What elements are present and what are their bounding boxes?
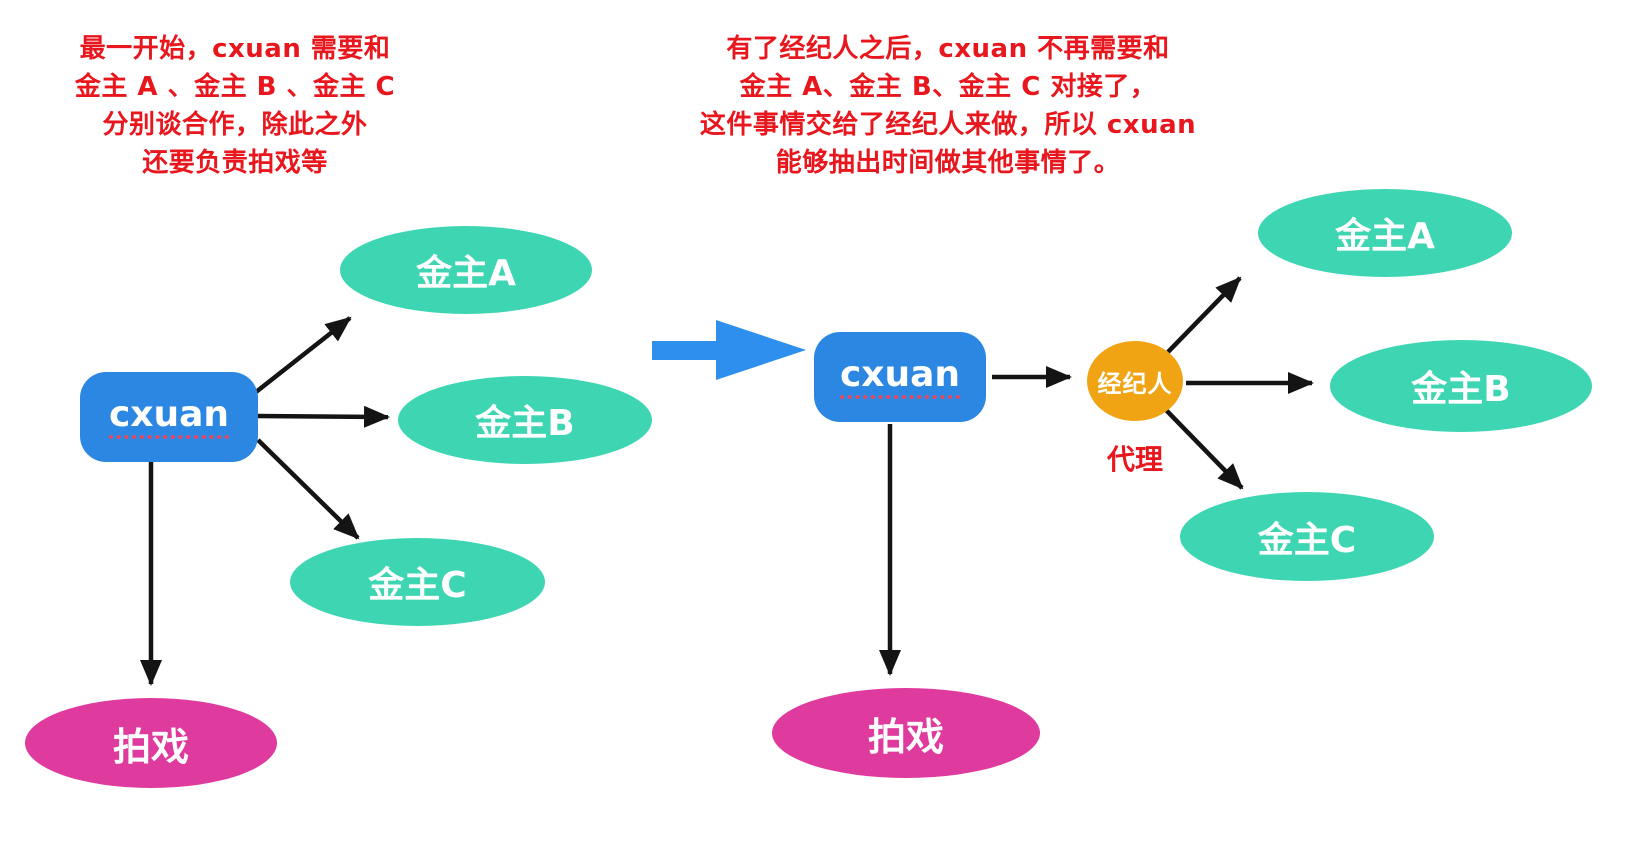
client-a-node-before: 金主A <box>340 226 592 314</box>
caption-after-line-4: 能够抽出时间做其他事情了。 <box>775 148 1121 178</box>
task-label-before: 拍戏 <box>112 724 189 769</box>
client-a-label-after: 金主A <box>1335 216 1435 257</box>
client-b-label-before: 金主B <box>475 403 575 444</box>
actor-node-after: cxuan <box>814 332 986 422</box>
arrow-cxuan-to-client-b <box>255 405 390 428</box>
transition-arrow-icon <box>652 320 806 380</box>
caption-before-line-4: 还要负责拍戏等 <box>142 148 328 178</box>
task-label-after: 拍戏 <box>867 714 944 759</box>
caption-before-line-1: 最一开始，cxuan 需要和 <box>79 34 391 64</box>
arrow-cxuan-to-client-a <box>254 316 352 394</box>
arrow-agent-to-client-a <box>1166 276 1242 354</box>
agent-label: 经纪人 <box>1097 369 1173 398</box>
caption-after-line-3: 这件事情交给了经纪人来做，所以 cxuan <box>699 110 1197 140</box>
client-a-label-before: 金主A <box>416 253 516 294</box>
caption-before-line-3: 分别谈合作，除此之外 <box>102 110 368 140</box>
actor-label-before: cxuan <box>108 395 230 440</box>
actor-node-before: cxuan <box>80 372 258 462</box>
client-c-label-after: 金主C <box>1257 519 1357 561</box>
client-b-node-after: 金主B <box>1330 340 1592 432</box>
caption-after-line-2: 金主 A、金主 B、金主 C 对接了， <box>739 72 1157 102</box>
caption-before: 最一开始，cxuan 需要和 金主 A 、金主 B 、金主 C 分别谈合作，除此… <box>30 30 440 182</box>
agent-role-label: 代理 <box>1106 443 1163 476</box>
client-b-node-before: 金主B <box>398 376 652 464</box>
client-c-node-after: 金主C <box>1180 492 1434 581</box>
task-node-before: 拍戏 <box>25 698 277 788</box>
arrow-cxuan-to-client-c <box>256 438 360 540</box>
client-c-node-before: 金主C <box>290 538 545 626</box>
task-node-after: 拍戏 <box>772 688 1040 778</box>
agent-node: 经纪人 <box>1087 341 1183 421</box>
client-c-label-before: 金主C <box>368 565 467 606</box>
client-b-label-after: 金主B <box>1411 369 1511 410</box>
arrow-agent-to-client-c <box>1164 408 1244 490</box>
caption-after-line-1: 有了经纪人之后，cxuan 不再需要和 <box>726 34 1170 64</box>
client-a-node-after: 金主A <box>1258 189 1512 277</box>
actor-label-after: cxuan <box>839 355 961 400</box>
caption-after: 有了经纪人之后，cxuan 不再需要和 金主 A、金主 B、金主 C 对接了， … <box>688 30 1208 182</box>
caption-before-line-2: 金主 A 、金主 B 、金主 C <box>74 72 396 102</box>
